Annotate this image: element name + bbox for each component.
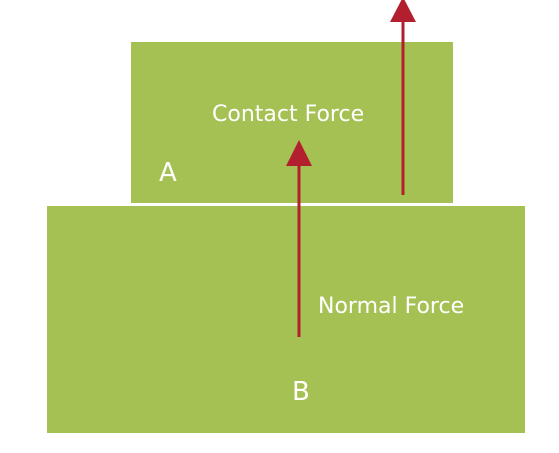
normal-force-label: Normal Force [318, 294, 464, 319]
arrow-center-head [286, 140, 312, 166]
block-a [131, 42, 453, 203]
arrow-right-head [390, 0, 416, 22]
upward-arrow-right [390, 0, 416, 195]
block-a-label: A [159, 158, 177, 188]
block-b-label: B [292, 377, 310, 407]
upward-arrow-center [286, 140, 312, 337]
contact-force-label: Contact Force [212, 102, 364, 127]
block-b [47, 206, 525, 433]
